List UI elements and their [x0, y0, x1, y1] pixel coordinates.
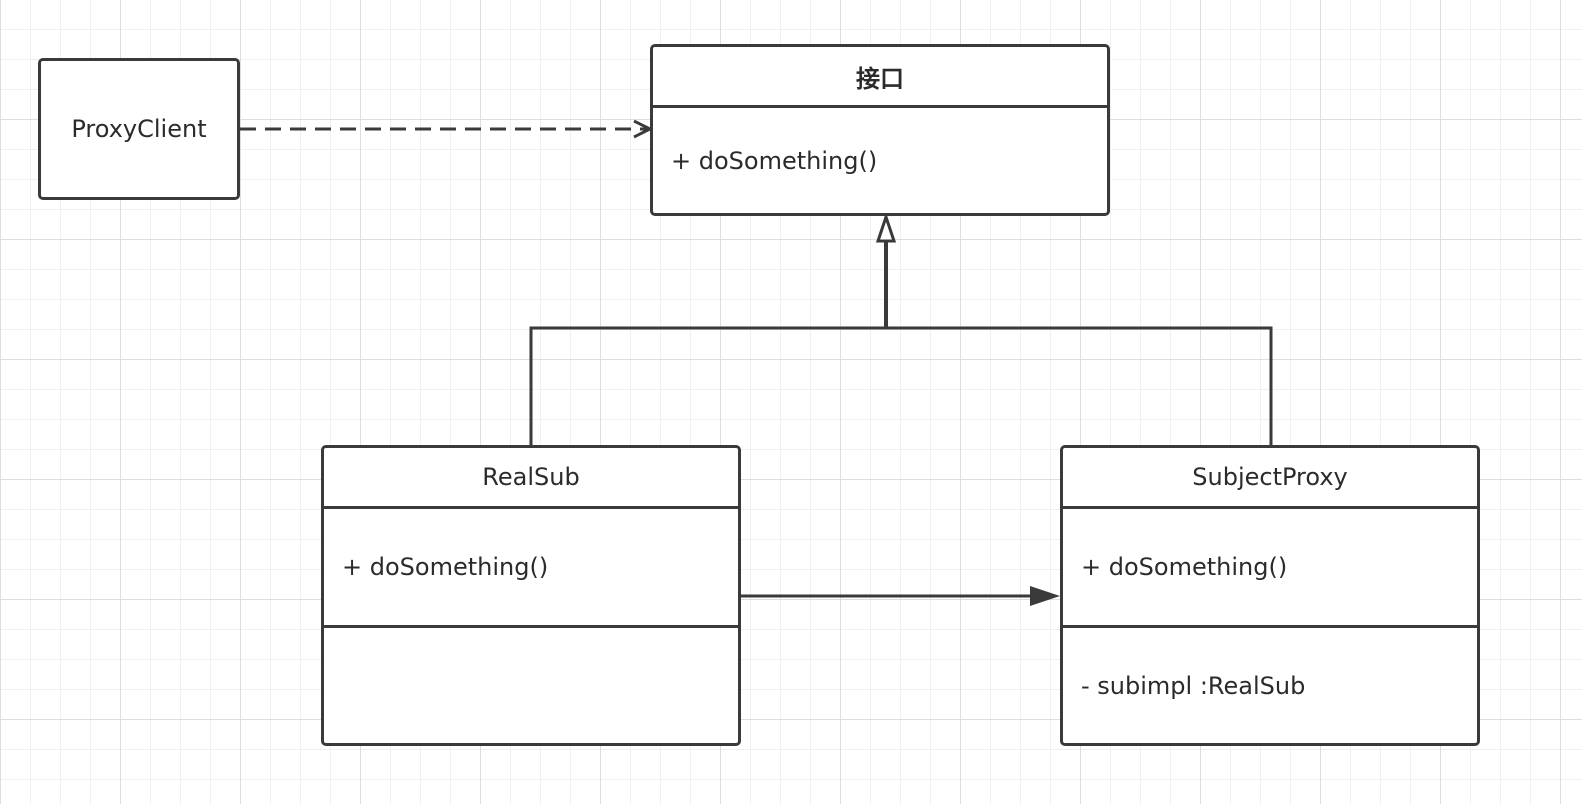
realsub-class-name: RealSub — [482, 463, 580, 491]
proxy-client-label: ProxyClient — [71, 115, 207, 143]
interface-class-box[interactable]: 接口 + doSomething() — [650, 44, 1110, 216]
realsub-attributes — [324, 628, 738, 743]
subjectproxy-attributes: - subimpl :RealSub — [1063, 628, 1477, 743]
subjectproxy-class-box[interactable]: SubjectProxy + doSomething() - subimpl :… — [1060, 445, 1480, 746]
realization-arrowhead — [875, 212, 897, 243]
subjectproxy-operations: + doSomething() — [1063, 509, 1477, 628]
realsub-class-box[interactable]: RealSub + doSomething() — [321, 445, 741, 746]
subjectproxy-class-name: SubjectProxy — [1192, 463, 1348, 491]
realsub-operations: + doSomething() — [324, 509, 738, 628]
subjectproxy-attribute: - subimpl :RealSub — [1081, 671, 1306, 700]
interface-class-name: 接口 — [856, 64, 904, 93]
interface-operations: + doSomething() — [653, 108, 1107, 213]
realization-connector — [529, 326, 1273, 447]
realsub-class-header: RealSub — [324, 448, 738, 509]
proxy-client-box[interactable]: ProxyClient — [38, 58, 240, 200]
subjectproxy-class-header: SubjectProxy — [1063, 448, 1477, 509]
interface-operation: + doSomething() — [671, 146, 878, 175]
subjectproxy-operation: + doSomething() — [1081, 553, 1288, 581]
association-arrowhead — [1030, 586, 1060, 606]
realsub-operation: + doSomething() — [342, 553, 549, 581]
interface-class-header: 接口 — [653, 47, 1107, 108]
